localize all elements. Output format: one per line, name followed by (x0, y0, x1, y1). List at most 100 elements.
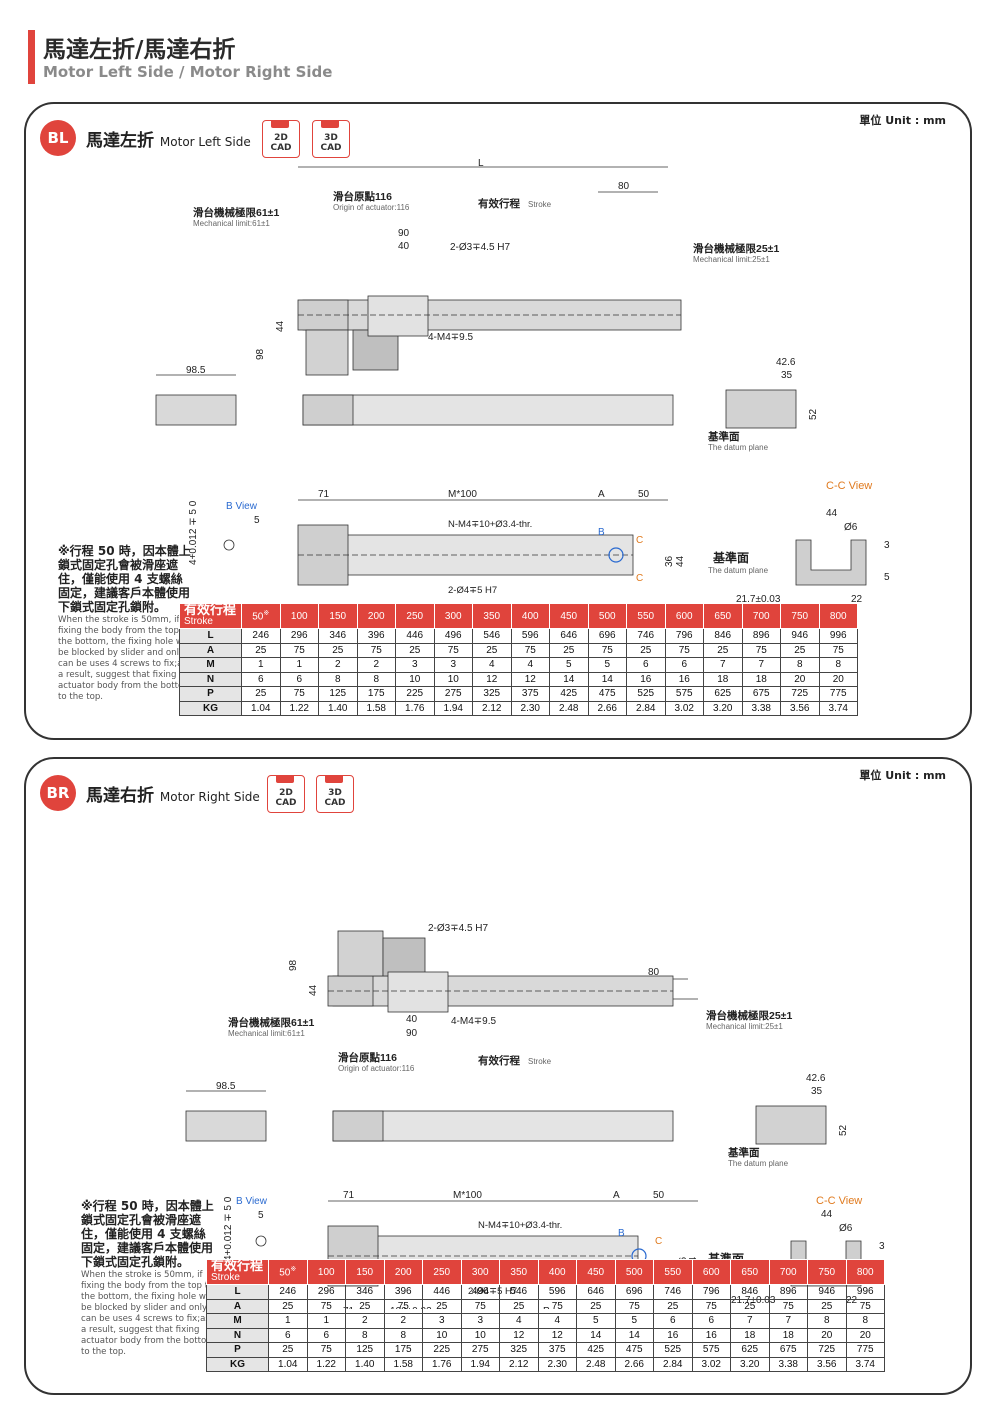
spec-cell: 8 (845, 1313, 885, 1329)
spec-cell: 475 (587, 686, 627, 702)
spec-cell: 6 (664, 657, 704, 673)
dimension-m100: M*100 (448, 489, 477, 500)
spec-cell: 25 (703, 642, 743, 658)
marker-B: B (598, 527, 605, 538)
marker-C-bottom: C (636, 573, 643, 584)
dimension-98-5: 98.5 (186, 365, 206, 376)
actuator-side-view (332, 1110, 674, 1142)
motor-block (297, 299, 349, 331)
dimension-44-cc: 44 (821, 1209, 833, 1220)
dimension-42-6: 42.6 (776, 357, 796, 368)
motor-bottom (297, 524, 349, 586)
dimension-40: 40 (406, 1014, 418, 1025)
origin-label-en: Origin of actuator:116 (338, 1064, 415, 1073)
dimension-A: A (598, 489, 605, 500)
section-title-en: Motor Right Side (159, 789, 260, 804)
cad-3d-button[interactable]: 3D CAD (312, 120, 350, 158)
spec-cell: 7 (768, 1313, 808, 1329)
spec-row-label: A (179, 642, 242, 658)
stroke-value: 100 (290, 610, 308, 622)
stroke-column-header: 350 (499, 1259, 539, 1285)
dimension-44-bottom: 44 (675, 555, 686, 567)
stroke-column-header: 750 (780, 603, 820, 629)
spec-cell: 25 (626, 642, 666, 658)
spec-cell: 2 (383, 1313, 423, 1329)
stroke-label-en: Stroke (528, 200, 552, 209)
stroke-note-mark: ※ (263, 610, 270, 618)
hole-4-label: 4-M4∓9.5 (428, 332, 474, 343)
spec-cell: 3.38 (768, 1356, 808, 1372)
stroke-column-header: 650 (730, 1259, 770, 1285)
stroke-value: 700 (752, 610, 770, 622)
spec-cell: 1 (268, 1313, 308, 1329)
spec-cell: 2.12 (472, 700, 512, 716)
spec-cell: 10 (395, 671, 435, 687)
dimension-90: 90 (398, 228, 410, 239)
end-view-right (725, 389, 797, 429)
dimension-phi6: Ø6 (844, 522, 858, 533)
spec-cell: 6 (241, 671, 281, 687)
stroke-value: 550 (637, 610, 655, 622)
stroke-value: 600 (702, 1266, 720, 1278)
dimension-L: L (478, 158, 484, 169)
cad-2d-button[interactable]: 2D CAD (267, 775, 305, 813)
spec-cell: 325 (499, 1342, 539, 1358)
spec-cell: 625 (730, 1342, 770, 1358)
spec-cell: 3 (395, 657, 435, 673)
stroke-value: 450 (560, 610, 578, 622)
spec-cell: 3 (433, 657, 473, 673)
stroke-value: 750 (818, 1266, 836, 1278)
cad-3d-button[interactable]: 3D CAD (316, 775, 354, 813)
marker-C-top: C (636, 535, 643, 546)
mechanical-limit-25-zh: 滑台機械極限25±1 (706, 1009, 792, 1022)
cad-2d-button[interactable]: 2D CAD (262, 120, 300, 158)
mechanical-limit-25-zh: 滑台機械極限25±1 (693, 242, 779, 255)
spec-cell: 275 (460, 1342, 500, 1358)
spec-cell: 846 (730, 1284, 770, 1300)
spec-cell: 575 (691, 1342, 731, 1358)
spec-cell: 125 (345, 1342, 385, 1358)
stroke-value: 200 (394, 1266, 412, 1278)
spec-cell: 25 (268, 1342, 308, 1358)
spec-cell: 75 (587, 642, 627, 658)
stroke-value: 650 (741, 1266, 759, 1278)
mechanical-limit-25-en: Mechanical limit:25±1 (706, 1022, 783, 1031)
section-title-en: Motor Left Side (159, 134, 251, 149)
dimension-35: 35 (811, 1086, 823, 1097)
mechanical-limit-61-zh: 滑台機械極限61±1 (193, 206, 279, 219)
stroke-value: 800 (829, 610, 847, 622)
marker-B: B (618, 1228, 625, 1239)
dimension-35: 35 (781, 370, 793, 381)
spec-cell: 525 (653, 1342, 693, 1358)
stroke-note-zh: ※行程 50 時，因本體上鎖式固定孔會被滑座遮住，僅能使用 4 支螺絲固定，建議… (81, 1199, 214, 1269)
spec-cell: 25 (472, 642, 512, 658)
stroke-label-zh: 有效行程 (478, 1054, 520, 1067)
hole-4-label: 4-M4∓9.5 (451, 1016, 497, 1027)
dimension-90: 90 (406, 1028, 418, 1039)
dimension-m100: M*100 (453, 1190, 482, 1201)
cc-section-profile (795, 539, 867, 586)
spec-cell: 7 (741, 657, 781, 673)
spec-cell: 425 (549, 686, 589, 702)
stroke-column-header: 200 (356, 603, 396, 629)
mechanical-limit-61-en: Mechanical limit:61±1 (193, 219, 270, 228)
spec-cell: 25 (422, 1298, 462, 1314)
dimension-71-top: 71 (343, 1190, 355, 1201)
stroke-value: 300 (444, 610, 462, 622)
stroke-value: 100 (317, 1266, 335, 1278)
spec-cell: 125 (318, 686, 358, 702)
datum-plane-bottom-en: The datum plane (708, 566, 769, 575)
stroke-column-header: 200 (383, 1259, 423, 1285)
spec-cell: 75 (383, 1298, 423, 1314)
stroke-column-header: 150 (345, 1259, 385, 1285)
spec-cell: 20 (818, 671, 858, 687)
stroke-value: 200 (367, 610, 385, 622)
spec-cell: 3.20 (703, 700, 743, 716)
spec-cell: 525 (626, 686, 666, 702)
